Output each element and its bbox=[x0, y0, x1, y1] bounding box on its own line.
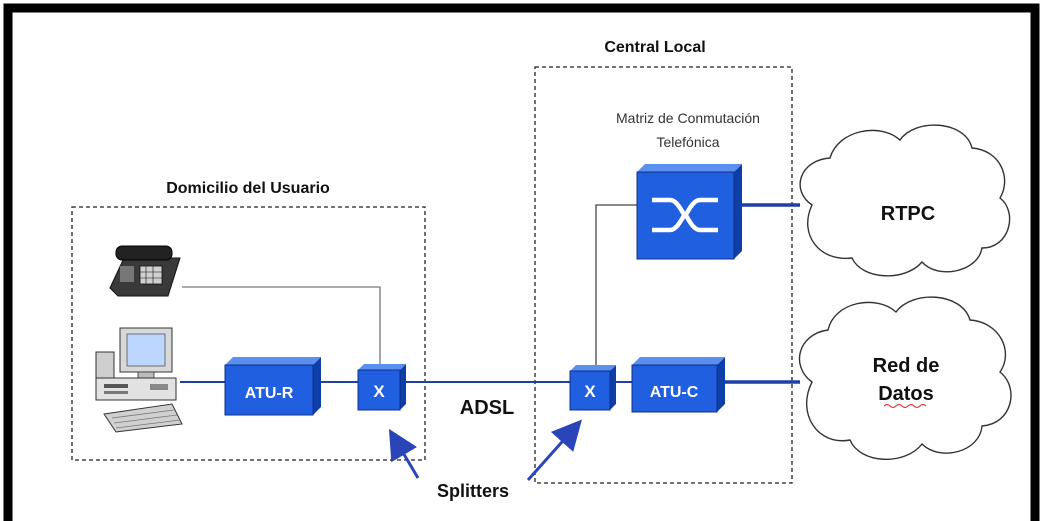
atu-r-box: ATU-R bbox=[224, 357, 321, 416]
rtpc-label: RTPC bbox=[881, 203, 935, 225]
splitter-arrow-right bbox=[526, 419, 582, 481]
switch-cross-icon bbox=[652, 197, 718, 233]
spellcheck-underline bbox=[883, 404, 927, 408]
computer-icon bbox=[95, 327, 183, 433]
phone-line bbox=[182, 286, 381, 372]
splitters-label: Splitters bbox=[437, 481, 509, 501]
atu-c-label: ATU-C bbox=[650, 384, 699, 401]
user-premises-label: Domicilio del Usuario bbox=[166, 180, 330, 197]
switch-matrix-label-line1: Matriz de Conmutación bbox=[616, 110, 760, 126]
splitter-arrow-left bbox=[388, 428, 420, 479]
rtpc-cloud: RTPC bbox=[799, 124, 1011, 277]
adsl-label: ADSL bbox=[460, 397, 514, 419]
user-premises-region bbox=[71, 206, 426, 461]
atu-r-label: ATU-R bbox=[245, 385, 294, 402]
switch-matrix-box bbox=[636, 164, 742, 260]
outer-frame bbox=[3, 3, 1040, 521]
telephone-icon bbox=[109, 245, 181, 297]
data-network-cloud: Red de Datos bbox=[798, 296, 1012, 460]
atu-c-box: ATU-C bbox=[631, 357, 725, 413]
splitter-to-matrix-line bbox=[595, 204, 637, 372]
switch-matrix-label-line2: Telefónica bbox=[656, 134, 719, 150]
central-office-label: Central Local bbox=[604, 39, 705, 56]
data-network-label-line1: Red de bbox=[873, 355, 940, 377]
central-splitter-label: X bbox=[584, 382, 596, 401]
user-splitter-box: X bbox=[357, 364, 406, 411]
user-splitter-label: X bbox=[373, 382, 385, 401]
central-splitter-box: X bbox=[569, 365, 616, 411]
data-network-label-line2: Datos bbox=[878, 383, 934, 405]
central-office-region bbox=[534, 66, 793, 484]
